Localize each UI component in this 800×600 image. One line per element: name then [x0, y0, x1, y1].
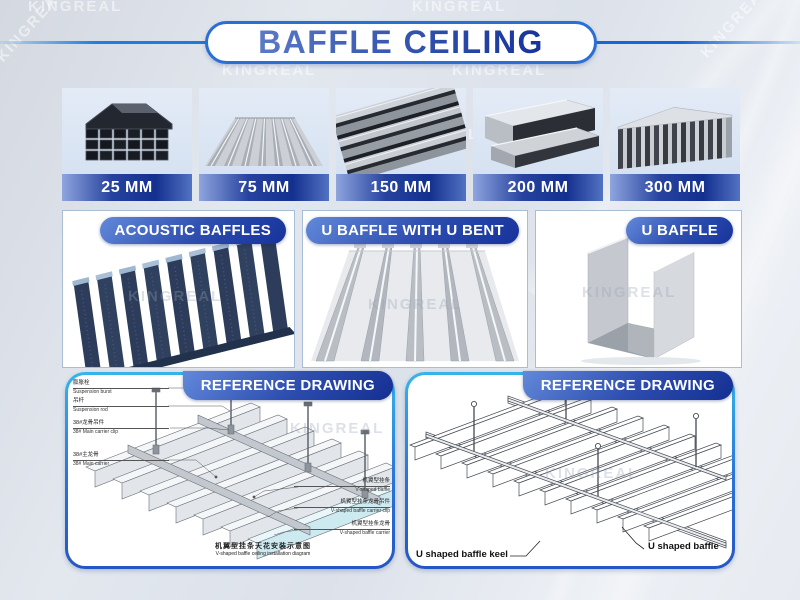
panel-u-baffle-with-u-bent: U BAFFLE WITH U BENT — [302, 210, 528, 368]
callout-suspension-burst: 膨胀栓 Suspension burst — [73, 379, 169, 397]
product-card-200mm: 200 MM — [473, 88, 603, 201]
reference-panel-left: 膨胀栓 Suspension burst 吊杆 Suspension rod 3… — [65, 371, 395, 569]
product-photo-200mm — [473, 88, 603, 174]
badge-acoustic-baffles: ACOUSTIC BAFFLES — [99, 217, 286, 244]
badge-reference-drawing-right: REFERENCE DRAWING — [522, 371, 733, 400]
size-label-25mm: 25 MM — [62, 174, 192, 201]
label-u-shaped-baffle: U shaped baffle — [648, 541, 719, 552]
product-card-75mm: 75 MM — [199, 88, 329, 201]
size-label-150mm: 150 MM — [336, 174, 466, 201]
category-row: ACOUSTIC BAFFLES U BAFFLE WITH U BENT — [0, 210, 800, 368]
kingreal-watermark: KINGREAL — [28, 0, 123, 15]
u-baffle-with-u-bent-photo — [311, 242, 519, 362]
reference-drawing-left: 膨胀栓 Suspension burst 吊杆 Suspension rod 3… — [68, 375, 392, 566]
callout-v-baffle-carrier-clip: 机翼型挂条龙骨吊件 V-shaped baffle carrier clip — [294, 498, 390, 516]
panel-acoustic-baffles: ACOUSTIC BAFFLES — [62, 210, 295, 368]
badge-reference-drawing-left: REFERENCE DRAWING — [182, 371, 393, 400]
kingreal-watermark: KINGREAL — [697, 0, 774, 62]
badge-u-baffle-with-u-bent: U BAFFLE WITH U BENT — [306, 217, 519, 244]
diagram-caption: 机翼型挂条天花安装示意图 V-shaped baffle ceiling ins… — [215, 543, 311, 557]
product-card-25mm: 25 MM — [62, 88, 192, 201]
title-banner: BAFFLE CEILING — [205, 21, 597, 64]
label-u-shaped-baffle-keel: U shaped baffle keel — [416, 549, 508, 560]
u-baffle-photo — [581, 236, 701, 365]
callout-suspension-rod: 吊杆 Suspension rod — [73, 397, 169, 415]
product-card-300mm: 300 MM — [610, 88, 740, 201]
kingreal-watermark: KINGREAL — [412, 0, 507, 15]
installation-diagram-u-baffle — [409, 376, 732, 557]
callout-main-carrier-clip: 38#龙骨吊件 38# Main carrier clip — [73, 419, 169, 437]
reference-panel-right: U shaped baffle keel U shaped baffle REF… — [405, 371, 735, 569]
acoustic-baffles-photo — [72, 230, 294, 367]
callout-main-carrier: 38#主龙骨 38# Main carrier — [73, 451, 169, 469]
panel-u-baffle: U BAFFLE — [535, 210, 742, 368]
product-photo-75mm — [199, 88, 329, 174]
size-label-300mm: 300 MM — [610, 174, 740, 201]
product-photo-150mm — [336, 88, 466, 174]
size-label-75mm: 75 MM — [199, 174, 329, 201]
kingreal-watermark: KINGREAL — [452, 62, 547, 79]
callout-v-baffle-carrier: 机翼型挂条龙骨 V-shaped baffle carrier — [294, 520, 390, 538]
product-size-row: 25 MM 75 MM — [62, 88, 740, 201]
badge-u-baffle: U BAFFLE — [626, 217, 733, 244]
size-label-200mm: 200 MM — [473, 174, 603, 201]
reference-drawing-right: U shaped baffle keel U shaped baffle — [408, 375, 732, 566]
kingreal-watermark: KINGREAL — [0, 0, 70, 66]
callout-v-baffle: 机翼型挂条 V-shaped baffle — [294, 477, 390, 495]
page-title: BAFFLE CEILING — [258, 24, 544, 60]
product-photo-25mm — [62, 88, 192, 174]
product-card-150mm: 150 MM — [336, 88, 466, 201]
reference-row: 膨胀栓 Suspension burst 吊杆 Suspension rod 3… — [0, 371, 800, 569]
product-photo-300mm — [610, 88, 740, 174]
kingreal-watermark: KINGREAL — [222, 62, 317, 79]
